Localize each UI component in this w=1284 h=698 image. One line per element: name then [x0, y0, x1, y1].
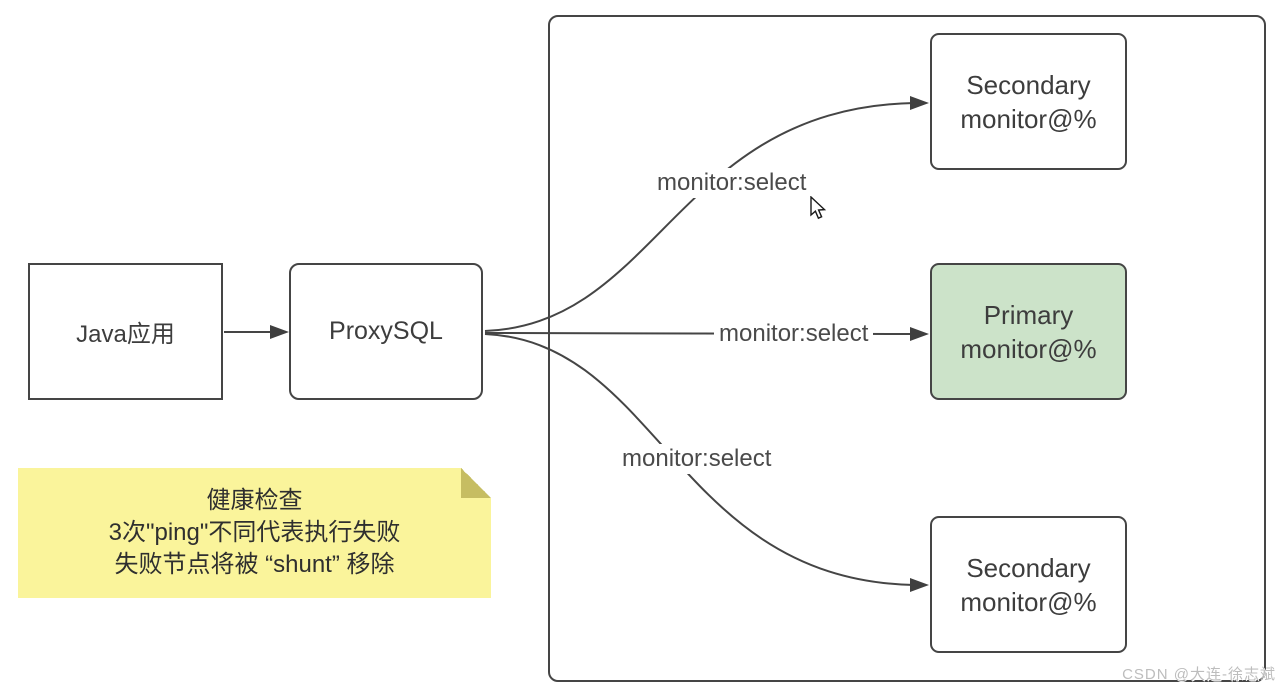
- db-node-title: Secondary: [966, 552, 1091, 583]
- note-line-1: 健康检查: [206, 487, 303, 514]
- watermark: CSDN @大连-徐志斌: [1122, 666, 1276, 683]
- note-line-2: 3次"ping"不同代表执行失败: [108, 519, 401, 546]
- proxysql-label: ProxySQL: [329, 317, 443, 345]
- edge-label-monitor-select-top: monitor:select: [652, 168, 812, 198]
- db-node-primary: Primary monitor@%: [930, 263, 1127, 400]
- java-app-label: Java应用: [76, 321, 175, 348]
- db-node-subtitle: monitor@%: [960, 103, 1097, 134]
- db-node-title: Primary: [983, 299, 1074, 330]
- note-line-3: 失败节点将被 “shunt” 移除: [114, 551, 395, 578]
- arrowhead-java-proxysql: [270, 325, 289, 339]
- java-app-node: Java应用: [28, 263, 223, 400]
- health-check-note: 健康检查 3次"ping"不同代表执行失败 失败节点将被 “shunt” 移除: [18, 468, 491, 598]
- db-node-subtitle: monitor@%: [960, 586, 1097, 617]
- mouse-cursor-icon: [810, 196, 827, 220]
- edge-label-monitor-select-bottom: monitor:select: [617, 444, 777, 474]
- database-cluster-container: [548, 15, 1266, 682]
- db-node-subtitle: monitor@%: [960, 333, 1097, 364]
- db-node-title: Secondary: [966, 69, 1091, 100]
- proxysql-node: ProxySQL: [289, 263, 483, 400]
- edge-label-monitor-select-middle: monitor:select: [714, 319, 874, 349]
- db-node-secondary-top: Secondary monitor@%: [930, 33, 1127, 170]
- db-node-secondary-bottom: Secondary monitor@%: [930, 516, 1127, 653]
- note-fold-corner: [461, 468, 491, 498]
